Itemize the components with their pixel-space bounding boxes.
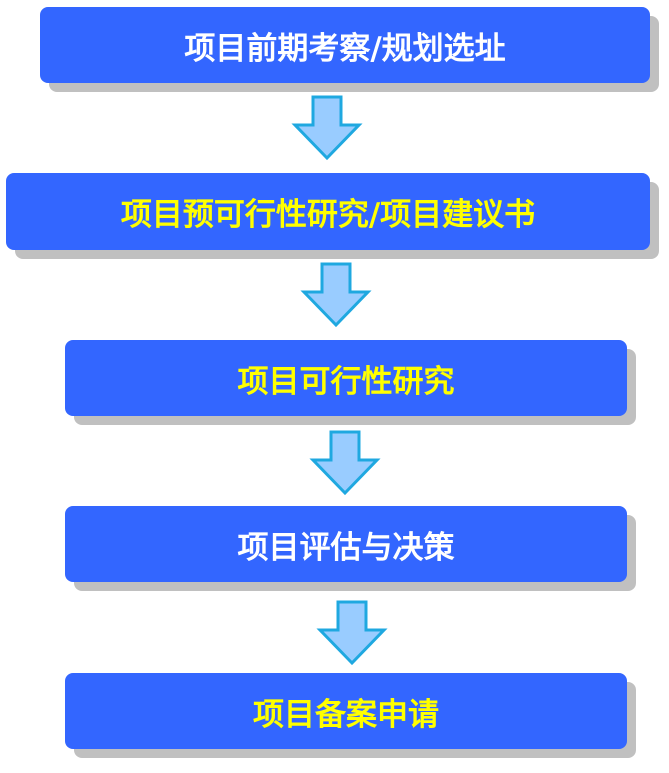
down-arrow-icon (309, 430, 381, 496)
step-2-box: 项目预可行性研究/项目建议书 (6, 173, 650, 250)
step-3-box: 项目可行性研究 (65, 340, 627, 416)
step-5-label: 项目备案申请 (253, 696, 439, 733)
step-3-label: 项目可行性研究 (237, 363, 455, 400)
step-4-box: 项目评估与决策 (65, 506, 627, 582)
down-arrow-icon (291, 95, 363, 161)
step-1-label: 项目前期考察/规划选址 (184, 30, 506, 67)
step-5-box: 项目备案申请 (65, 673, 627, 749)
step-1-box: 项目前期考察/规划选址 (40, 7, 650, 83)
down-arrow-icon (300, 262, 372, 328)
step-4-label: 项目评估与决策 (237, 529, 455, 566)
down-arrow-icon (316, 600, 388, 666)
step-2-label: 项目预可行性研究/项目建议书 (120, 197, 536, 233)
